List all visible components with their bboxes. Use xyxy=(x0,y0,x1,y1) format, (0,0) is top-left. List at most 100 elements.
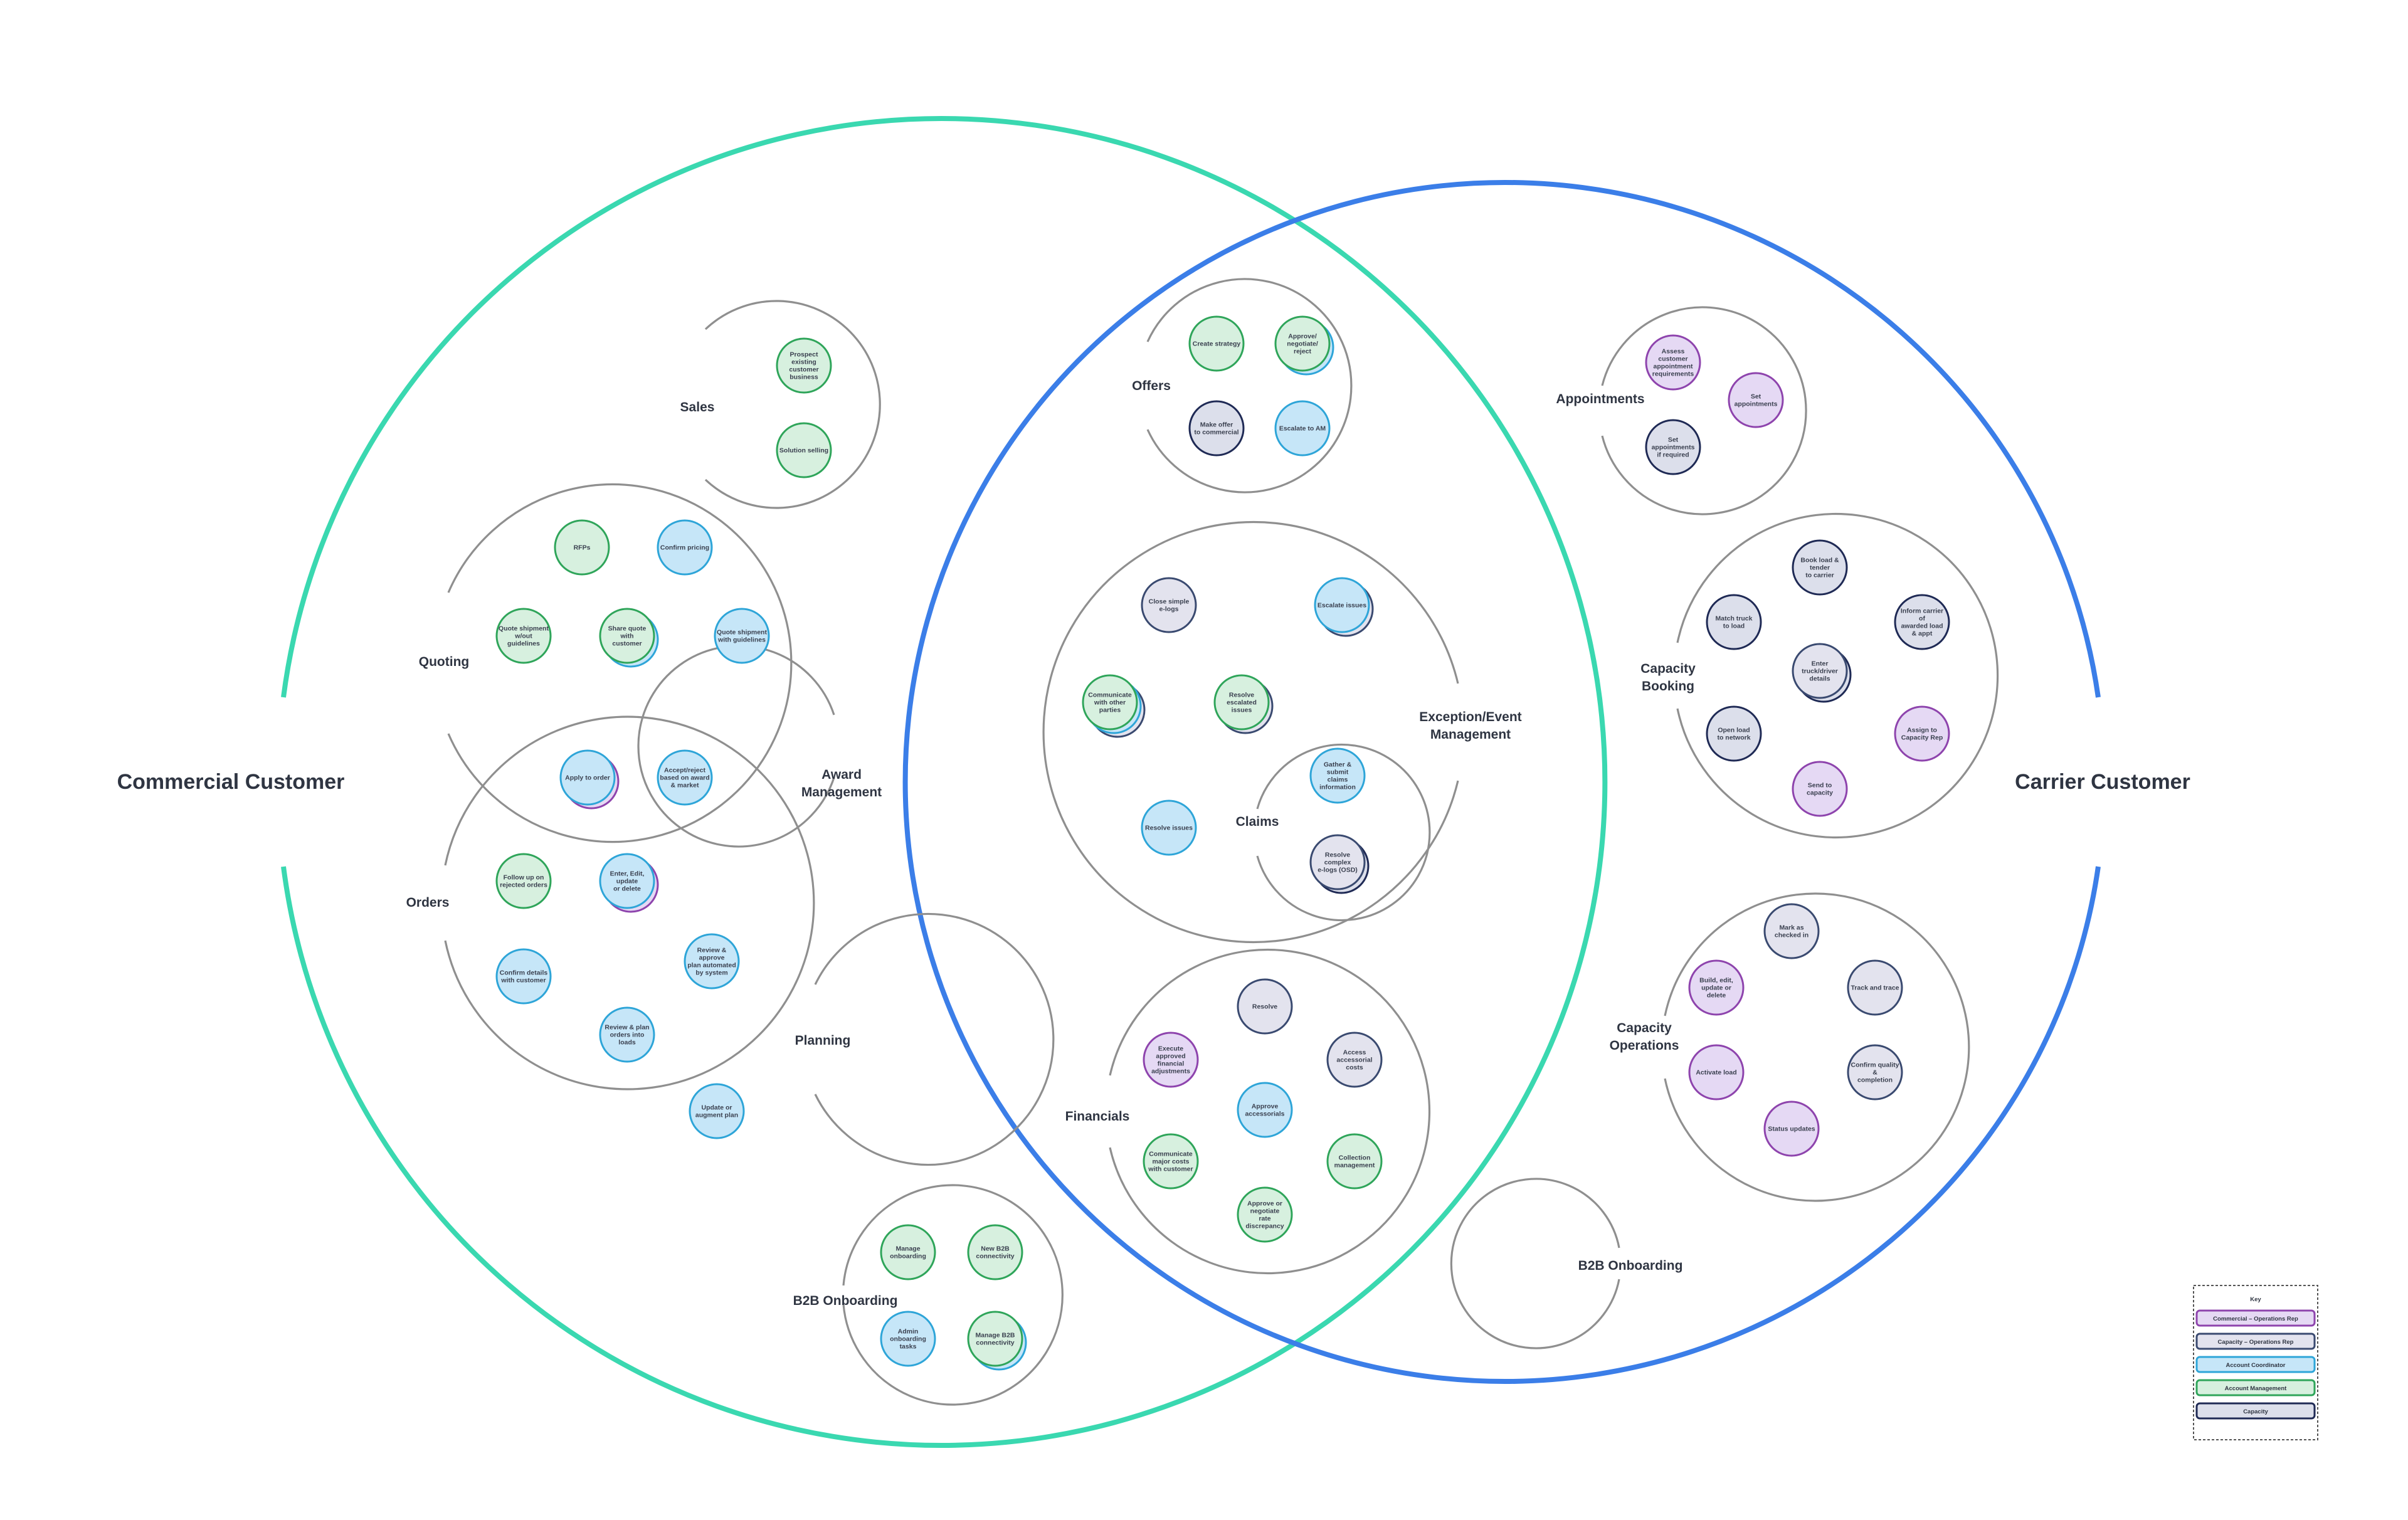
task-label: Enter, Edit, xyxy=(610,870,645,878)
offers-group-ring xyxy=(1146,278,1353,493)
task-label: loads xyxy=(618,1039,636,1047)
exception-label-line2: Management xyxy=(1430,727,1511,742)
b2b-right-group-ring xyxy=(1450,1178,1620,1349)
task-label: Resolve xyxy=(1325,852,1350,859)
task-bubble xyxy=(1645,334,1701,391)
task-bubble xyxy=(599,853,655,909)
task-label: Enter xyxy=(1812,660,1829,668)
task-bubble xyxy=(599,608,655,664)
task-label: if required xyxy=(1657,451,1689,459)
task-label: rejected orders xyxy=(500,882,547,889)
task-label: with customer xyxy=(500,977,546,984)
task-bubble xyxy=(1141,577,1197,633)
task-bubble xyxy=(1188,400,1245,457)
award-management-group-ring xyxy=(637,645,835,848)
task-activate-load: Activate load xyxy=(1688,1044,1745,1100)
task-bubble xyxy=(1688,1044,1745,1100)
b2b-left-label: B2B Onboarding xyxy=(793,1294,898,1308)
task-label: to network xyxy=(1717,734,1750,742)
b2b-right-label: B2B Onboarding xyxy=(1578,1259,1683,1273)
task-label: accessorials xyxy=(1245,1111,1284,1118)
task-label: financial xyxy=(1158,1060,1185,1068)
task-label: Activate load xyxy=(1696,1069,1736,1077)
task-label: existing xyxy=(791,359,816,366)
task-label: customer xyxy=(789,366,818,374)
legend-key: Key Commercial – Operations RepCapacity … xyxy=(2193,1285,2318,1440)
task-label: adjustments xyxy=(1151,1068,1190,1075)
task-label: Confirm details xyxy=(500,969,548,977)
task-bubble xyxy=(1309,834,1366,890)
orders-group-ring xyxy=(444,715,815,1090)
task-label: Approve or xyxy=(1247,1200,1282,1208)
task-label: business xyxy=(789,374,818,381)
task-label: tasks xyxy=(900,1343,917,1351)
offers-label: Offers xyxy=(1132,379,1171,393)
capacity-booking-label-line1: Capacity xyxy=(1640,662,1696,676)
planning-label: Planning xyxy=(795,1033,851,1048)
task-label: major costs xyxy=(1153,1158,1190,1166)
task-label: or delete xyxy=(613,885,641,893)
task-label: escalated xyxy=(1227,699,1257,707)
task-bubble xyxy=(1143,1133,1199,1190)
task-label: with guidelines xyxy=(717,636,766,644)
task-bubble xyxy=(1213,674,1270,731)
commercial-customer-title: Commercial Customer xyxy=(117,770,345,794)
task-track-trace: Track and trace xyxy=(1847,959,1903,1016)
task-bubble xyxy=(1688,959,1745,1016)
task-confirm-pricing: Confirm pricing xyxy=(657,519,713,576)
task-label: & market xyxy=(671,782,699,789)
b2b-left-group-ring xyxy=(842,1184,1064,1406)
orders-label: Orders xyxy=(406,895,450,910)
task-label: by system xyxy=(695,969,727,977)
task-bubble xyxy=(1141,800,1197,856)
task-label: costs xyxy=(1346,1064,1363,1072)
task-bubble xyxy=(554,519,610,576)
task-label: with customer xyxy=(1148,1166,1193,1173)
task-label: completion xyxy=(1857,1077,1893,1084)
task-label: complex xyxy=(1324,859,1351,867)
task-bubble xyxy=(880,1224,936,1280)
task-bubble xyxy=(880,1311,936,1367)
task-bubble xyxy=(559,749,616,806)
task-label: & appt xyxy=(1912,630,1933,638)
task-bubble xyxy=(1792,643,1848,699)
group-rings xyxy=(444,278,1999,1406)
task-label: Resolve xyxy=(1229,692,1254,699)
task-label: e-logs xyxy=(1159,606,1179,613)
task-label: appointment xyxy=(1654,363,1693,371)
task-label: Assess xyxy=(1662,348,1685,356)
task-label: Set xyxy=(1668,436,1679,444)
task-label: claims xyxy=(1328,776,1348,784)
task-label: Set xyxy=(1751,393,1761,401)
task-label: plan automated xyxy=(687,962,736,969)
task-label: of xyxy=(1919,615,1925,623)
capacity-operations-group-ring xyxy=(1664,892,1970,1202)
task-label: Resolve issues xyxy=(1145,825,1193,832)
exception-label-line1: Exception/Event xyxy=(1419,710,1521,724)
task-bubble xyxy=(1188,315,1245,372)
sales-group-ring xyxy=(704,300,881,509)
task-bubble xyxy=(1237,1186,1293,1243)
task-bubble xyxy=(599,1006,655,1063)
task-label: onboarding xyxy=(890,1336,926,1343)
task-bubble xyxy=(657,519,713,576)
legend-item-label: Account Coordinator xyxy=(2226,1362,2286,1369)
